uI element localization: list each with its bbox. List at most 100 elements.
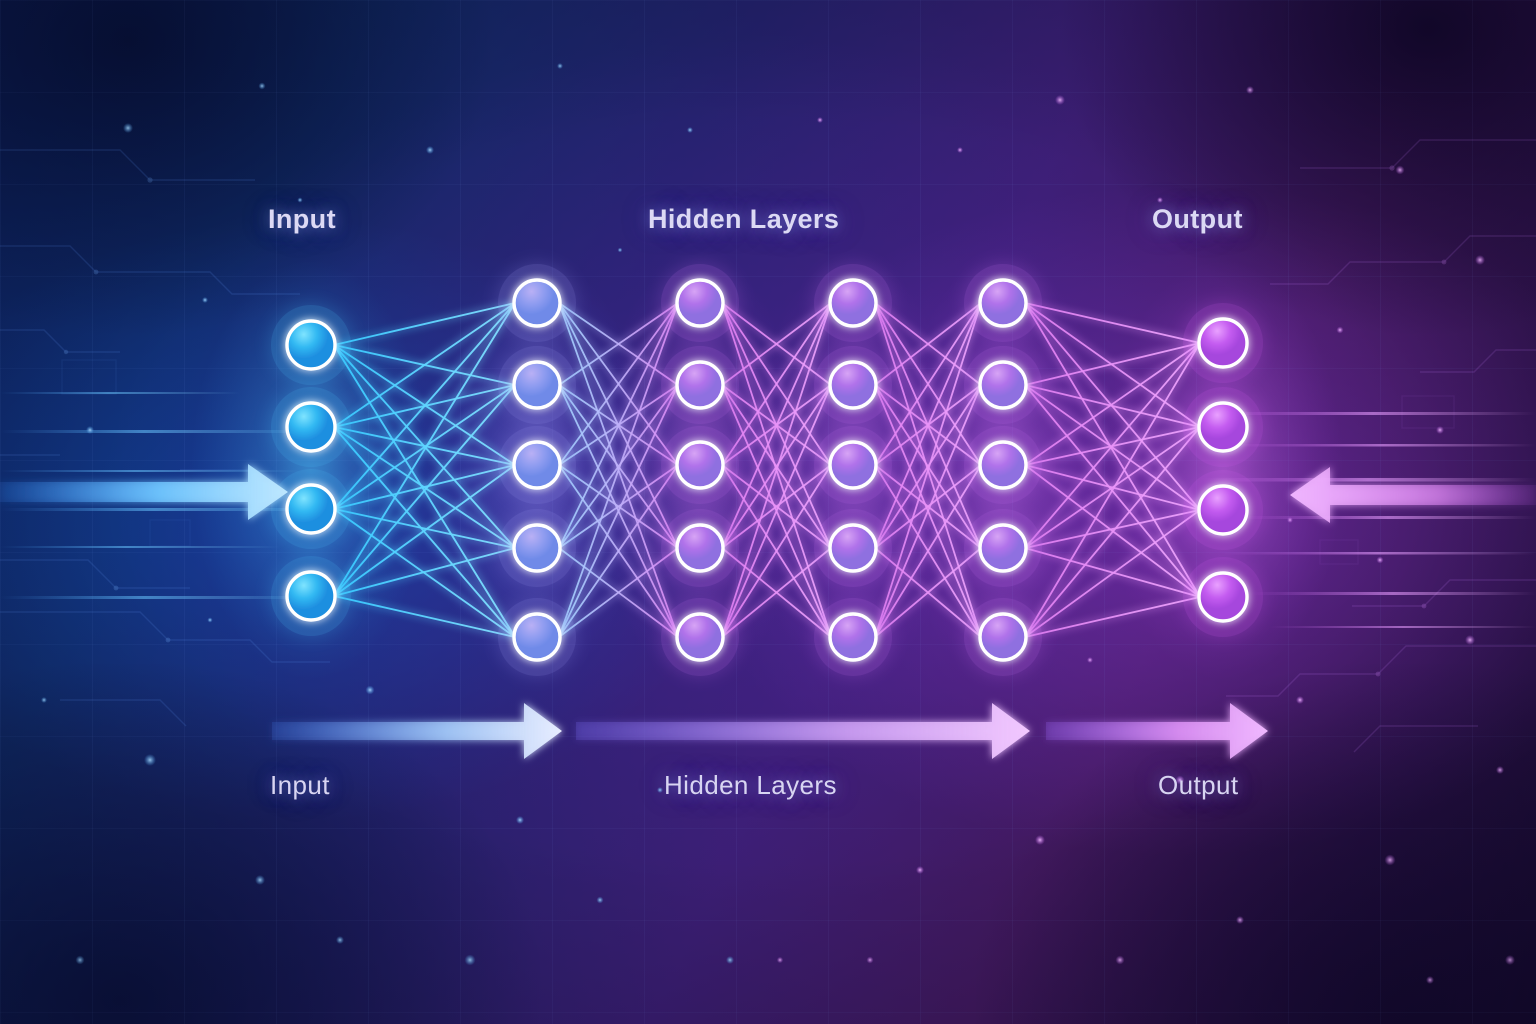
flow-arrow-hidden [576, 703, 1030, 759]
network-node-hidden-5[interactable] [498, 598, 576, 676]
connection-edge [1024, 384, 1201, 428]
network-node-hidden-3[interactable] [498, 426, 576, 504]
connection-edge [874, 384, 982, 466]
network-node-hidden-2[interactable] [814, 346, 892, 424]
connection-edge [558, 302, 679, 638]
connection-edge [721, 384, 832, 638]
node-halo [498, 426, 576, 504]
network-node-input-4[interactable] [271, 556, 351, 636]
connection-edge [721, 464, 832, 549]
node-circle [828, 612, 878, 662]
node-circle [978, 612, 1028, 662]
node-circle [828, 440, 878, 490]
connection-edge [874, 302, 982, 466]
connection-edge [1024, 596, 1201, 638]
connection-edge [1024, 302, 1201, 344]
network-node-hidden-4[interactable] [814, 509, 892, 587]
network-node-hidden-1[interactable] [661, 264, 739, 342]
node-halo [814, 264, 892, 342]
node-circle [512, 278, 562, 328]
node-halo [1183, 303, 1263, 383]
connection-edge [1024, 342, 1201, 466]
network-node-hidden-3[interactable] [661, 426, 739, 504]
node-circle [675, 440, 725, 490]
network-node-hidden-4[interactable] [964, 509, 1042, 587]
label-top-input: Input [268, 204, 336, 234]
network-node-hidden-3[interactable] [964, 426, 1042, 504]
corner-shade-top-right [1056, 0, 1536, 340]
connection-edge [721, 464, 832, 638]
connection-edge [333, 547, 516, 597]
connection-edge [558, 547, 679, 638]
network-node-hidden-5[interactable] [814, 598, 892, 676]
node-halo [1183, 470, 1263, 550]
connection-edge [721, 302, 832, 549]
network-node-hidden-4[interactable] [661, 509, 739, 587]
connection-edge [721, 302, 832, 386]
network-node-hidden-5[interactable] [964, 598, 1042, 676]
network-node-hidden-1[interactable] [964, 264, 1042, 342]
network-node-input-1[interactable] [271, 305, 351, 385]
connection-edge [558, 384, 679, 549]
connection-edge [558, 302, 679, 466]
connection-edge [1024, 342, 1201, 638]
connection-edge [1024, 302, 1201, 511]
flow-arrow-input [272, 703, 562, 759]
node-halo [271, 469, 351, 549]
connection-edge [1024, 426, 1201, 466]
connection-edge [558, 384, 679, 466]
node-halo [814, 346, 892, 424]
connection-edge [333, 384, 516, 597]
label-bottom-output: Output [1158, 770, 1239, 800]
connection-edge [1024, 509, 1201, 638]
network-node-hidden-5[interactable] [661, 598, 739, 676]
node-circle [285, 401, 337, 453]
node-halo [814, 598, 892, 676]
connection-edge [333, 344, 516, 549]
node-halo [661, 426, 739, 504]
network-node-hidden-1[interactable] [498, 264, 576, 342]
connection-edge [874, 384, 982, 638]
connection-edge [1024, 464, 1201, 598]
connection-edge [333, 595, 516, 638]
output-feed-arrow [1290, 467, 1536, 523]
network-node-hidden-1[interactable] [814, 264, 892, 342]
connection-edges [333, 302, 1201, 638]
network-node-output-1[interactable] [1183, 303, 1263, 383]
network-node-hidden-2[interactable] [661, 346, 739, 424]
connection-edge [874, 384, 982, 549]
connection-edge [333, 384, 516, 428]
network-node-input-2[interactable] [271, 387, 351, 467]
network-node-hidden-3[interactable] [814, 426, 892, 504]
connection-edge [558, 302, 679, 386]
node-circle [828, 278, 878, 328]
connection-edge [1024, 384, 1201, 598]
network-node-hidden-4[interactable] [498, 509, 576, 587]
node-circle [978, 278, 1028, 328]
connection-edge [558, 464, 679, 549]
network-node-output-3[interactable] [1183, 470, 1263, 550]
connection-edge [558, 302, 679, 466]
network-node-input-3[interactable] [271, 469, 351, 549]
connection-edge [1024, 426, 1201, 638]
network-node-hidden-2[interactable] [964, 346, 1042, 424]
network-node-output-4[interactable] [1183, 557, 1263, 637]
connection-edge [558, 464, 679, 549]
node-circle [285, 319, 337, 371]
node-halo [1183, 557, 1263, 637]
node-circle [512, 440, 562, 490]
connection-edge [721, 302, 832, 638]
network-node-hidden-2[interactable] [498, 346, 576, 424]
node-halo [964, 346, 1042, 424]
connection-edge [558, 302, 679, 386]
corner-shade-top-left [0, 0, 500, 340]
connection-edge [333, 344, 516, 466]
connection-edge [333, 302, 516, 597]
network-node-output-2[interactable] [1183, 387, 1263, 467]
node-circle [828, 360, 878, 410]
connection-edge [721, 302, 832, 386]
connection-edge [333, 464, 516, 597]
connection-edge [721, 464, 832, 638]
